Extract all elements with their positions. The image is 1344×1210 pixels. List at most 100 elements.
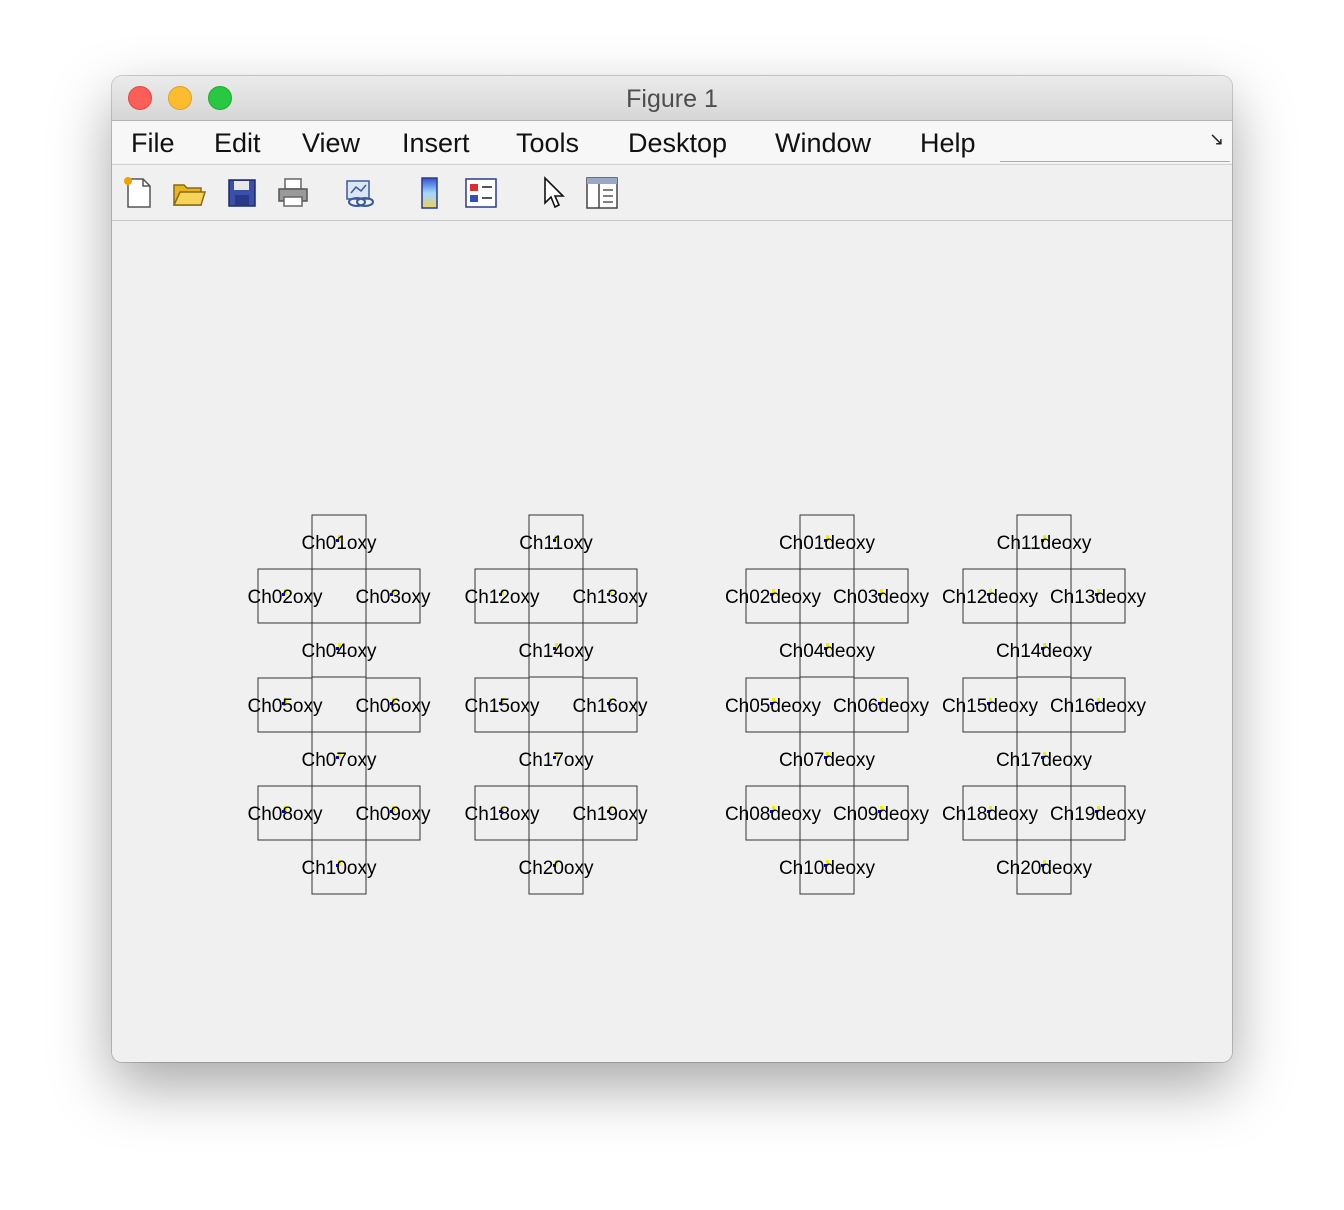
channel-label: Ch08oxy xyxy=(248,804,323,825)
channel-box[interactable] xyxy=(257,568,313,624)
channel-box[interactable] xyxy=(1016,731,1072,787)
menu-help[interactable]: Help xyxy=(920,128,976,158)
channel-box[interactable] xyxy=(962,785,1018,841)
channel-box[interactable] xyxy=(745,677,801,733)
close-window-button[interactable] xyxy=(128,86,152,110)
signal-trace-marker xyxy=(880,806,883,812)
channel-box[interactable] xyxy=(582,677,638,733)
channel-box[interactable] xyxy=(1016,839,1072,895)
property-inspector-icon[interactable] xyxy=(584,175,620,211)
channel-box[interactable] xyxy=(1070,785,1126,841)
signal-trace-marker xyxy=(282,593,285,596)
signal-trace-marker xyxy=(336,647,339,650)
signal-trace-marker xyxy=(607,810,610,813)
channel-label: Ch18oxy xyxy=(465,804,540,825)
channel-box[interactable] xyxy=(311,514,367,570)
title-bar[interactable]: Figure 1 xyxy=(112,76,1232,121)
channel-label: Ch16deoxy xyxy=(1050,696,1147,717)
signal-trace-marker xyxy=(390,810,393,813)
signal-trace-marker xyxy=(1041,756,1044,759)
channel-label: Ch14deoxy xyxy=(996,641,1093,662)
channel-box[interactable] xyxy=(853,785,909,841)
zoom-window-button[interactable] xyxy=(208,86,232,110)
channel-label: Ch15oxy xyxy=(465,696,540,717)
signal-trace-marker xyxy=(824,647,827,650)
channel-box[interactable] xyxy=(257,785,313,841)
channel-box[interactable] xyxy=(365,677,421,733)
dock-arrow-icon[interactable]: ↘ xyxy=(1209,129,1225,149)
channel-label: Ch09deoxy xyxy=(833,804,930,825)
channel-box[interactable] xyxy=(799,731,855,787)
signal-trace-marker xyxy=(392,698,395,704)
channel-box[interactable] xyxy=(853,677,909,733)
signal-trace-marker xyxy=(989,806,992,812)
minimize-window-button[interactable] xyxy=(168,86,192,110)
menu-view[interactable]: View xyxy=(302,128,361,158)
link-plot-icon[interactable] xyxy=(343,175,379,211)
print-icon[interactable] xyxy=(275,175,311,211)
channel-box[interactable] xyxy=(311,839,367,895)
signal-trace-marker xyxy=(553,647,556,650)
channel-box[interactable] xyxy=(528,514,584,570)
channel-box[interactable] xyxy=(528,839,584,895)
channel-box[interactable] xyxy=(962,568,1018,624)
signal-trace-marker xyxy=(826,860,829,866)
channel-box[interactable] xyxy=(1070,568,1126,624)
channel-box[interactable] xyxy=(582,785,638,841)
channel-label: Ch02oxy xyxy=(248,587,323,608)
channel-box[interactable] xyxy=(582,568,638,624)
channel-label: Ch11oxy xyxy=(519,533,593,554)
colorbar-icon[interactable] xyxy=(412,175,448,211)
channel-box[interactable] xyxy=(1016,622,1072,678)
channel-box[interactable] xyxy=(474,785,530,841)
signal-trace-marker xyxy=(1043,535,1046,541)
channel-box[interactable] xyxy=(365,568,421,624)
channel-box[interactable] xyxy=(365,785,421,841)
save-icon[interactable] xyxy=(224,175,260,211)
channel-box[interactable] xyxy=(745,568,801,624)
channel-box[interactable] xyxy=(799,514,855,570)
signal-trace-marker xyxy=(824,756,827,759)
channel-box[interactable] xyxy=(745,785,801,841)
figure-window: Figure 1 File Edit View Insert Tools Des… xyxy=(112,76,1232,1062)
signal-trace-marker xyxy=(772,698,775,704)
signal-trace-marker xyxy=(336,864,339,867)
channel-label: Ch18deoxy xyxy=(942,804,1039,825)
signal-trace-marker xyxy=(609,698,612,704)
menu-window[interactable]: Window xyxy=(775,128,872,158)
channel-label: Ch15deoxy xyxy=(942,696,1039,717)
channel-box[interactable] xyxy=(528,731,584,787)
channel-label: Ch06deoxy xyxy=(833,696,930,717)
channel-label: Ch02deoxy xyxy=(725,587,822,608)
legend-icon[interactable] xyxy=(463,175,499,211)
signal-trace-marker xyxy=(878,702,881,705)
channel-box[interactable] xyxy=(962,677,1018,733)
channel-box[interactable] xyxy=(474,568,530,624)
menu-insert[interactable]: Insert xyxy=(402,128,470,158)
menu-edit[interactable]: Edit xyxy=(214,128,261,158)
signal-trace-marker xyxy=(880,698,883,704)
menu-file[interactable]: File xyxy=(131,128,175,158)
menu-desktop[interactable]: Desktop xyxy=(628,128,728,158)
signal-trace-marker xyxy=(880,589,883,595)
channel-box[interactable] xyxy=(1016,514,1072,570)
new-figure-icon[interactable] xyxy=(120,175,156,211)
channel-box[interactable] xyxy=(474,677,530,733)
edit-plot-pointer-icon[interactable] xyxy=(535,175,571,211)
channel-label: Ch04deoxy xyxy=(779,641,876,662)
menu-tools[interactable]: Tools xyxy=(516,128,580,158)
channel-label: Ch20deoxy xyxy=(996,858,1093,879)
open-file-icon[interactable] xyxy=(171,175,207,211)
channel-box[interactable] xyxy=(311,731,367,787)
channel-box[interactable] xyxy=(528,622,584,678)
channel-box[interactable] xyxy=(853,568,909,624)
channel-box[interactable] xyxy=(799,622,855,678)
channel-box[interactable] xyxy=(799,839,855,895)
channel-box[interactable] xyxy=(1070,677,1126,733)
channel-box[interactable] xyxy=(311,622,367,678)
channel-label: Ch01deoxy xyxy=(779,533,876,554)
channel-box[interactable] xyxy=(257,677,313,733)
signal-trace-marker xyxy=(878,593,881,596)
